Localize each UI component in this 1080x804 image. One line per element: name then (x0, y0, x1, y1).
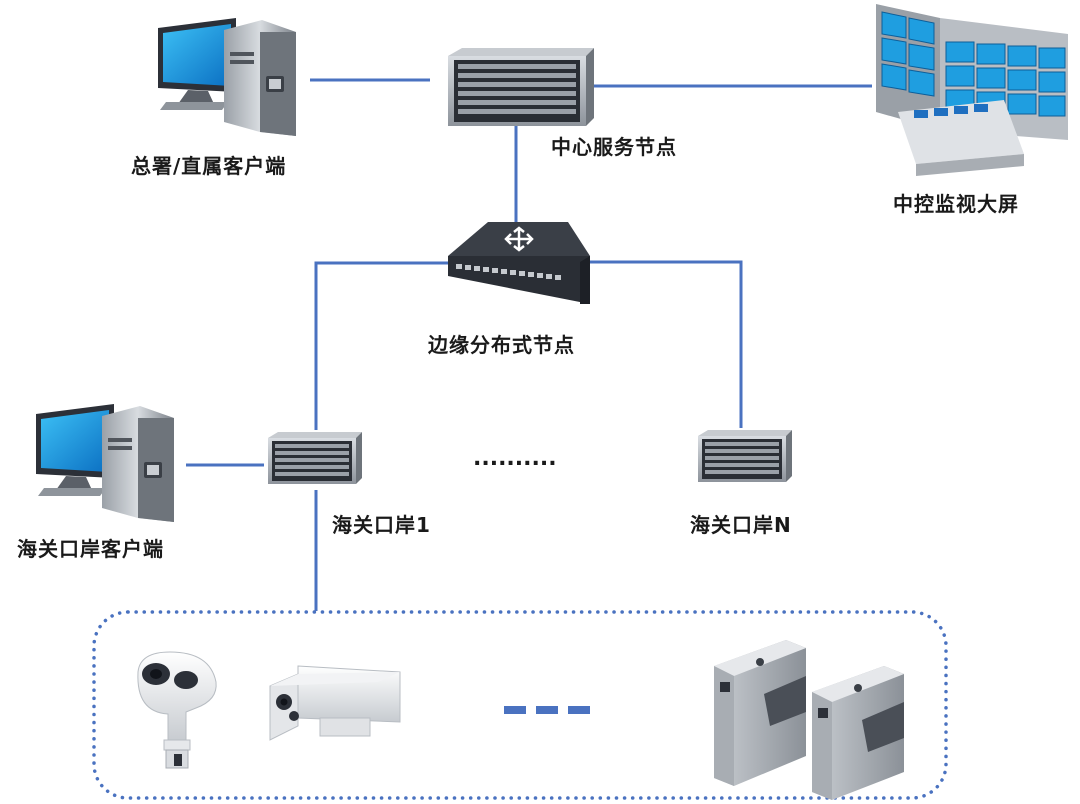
label-port-n: 海关口岸N (690, 513, 792, 537)
desktop-computer-icon (36, 404, 174, 522)
label-port-1: 海关口岸1 (332, 513, 431, 537)
label-hq-client: 总署/直属客户端 (131, 154, 287, 178)
video-wall-icon (876, 4, 1068, 176)
rack-server-icon (698, 430, 792, 482)
network-switch-icon (448, 222, 590, 304)
desktop-computer-icon (158, 18, 296, 136)
link-edge-to-port-n (590, 260, 743, 428)
more-devices-dashes (504, 706, 590, 714)
link-edge-to-port-1 (314, 261, 448, 430)
thermal-handheld-scanner-icon (137, 651, 217, 769)
connection-lines (186, 78, 872, 611)
rack-server-icon (448, 48, 594, 126)
device-group-border (92, 610, 948, 800)
thermal-bullet-camera-icon (269, 665, 401, 741)
label-port-client: 海关口岸客户端 (17, 537, 164, 561)
label-video-wall: 中控监视大屏 (893, 192, 1019, 216)
turnstile-gate-icon (714, 640, 904, 800)
rack-server-icon (268, 432, 362, 484)
label-center-node: 中心服务节点 (551, 135, 677, 159)
ellipsis-more-ports: .......... (473, 446, 557, 471)
label-edge-node: 边缘分布式节点 (428, 333, 575, 357)
